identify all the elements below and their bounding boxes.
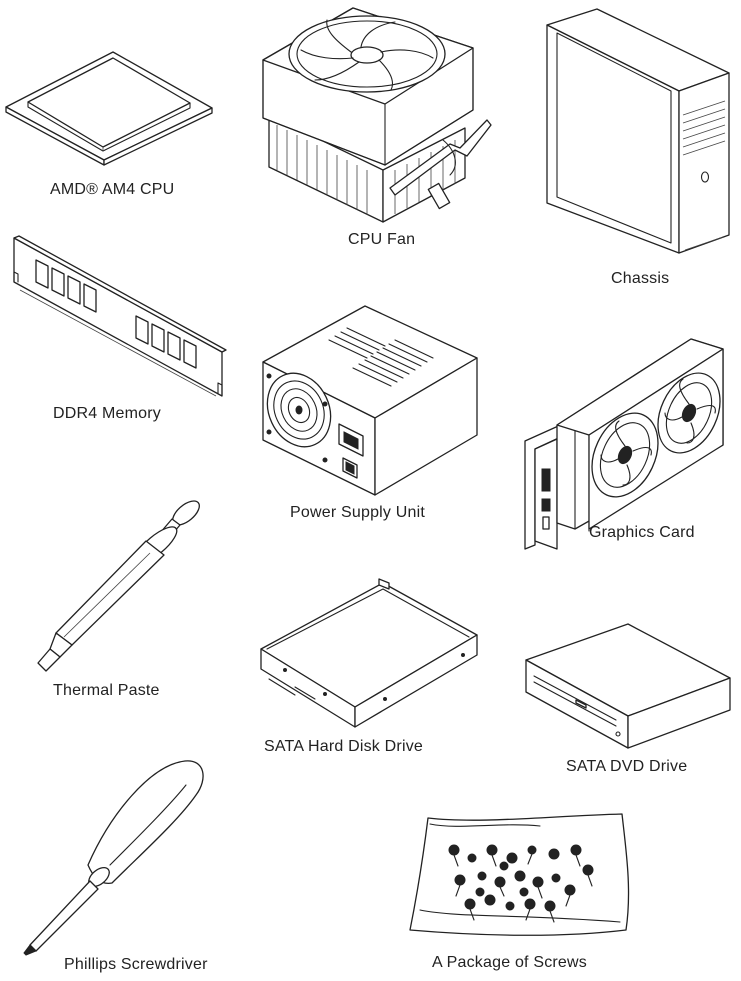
hard-disk-icon	[255, 575, 495, 730]
thermal-paste-item: Thermal Paste	[0, 495, 220, 705]
cpu-label: AMD® AM4 CPU	[50, 181, 175, 198]
gpu-item: Graphics Card	[515, 335, 741, 560]
screws-item: A Package of Screws	[400, 810, 641, 981]
power-supply-icon	[255, 300, 495, 500]
cpu-fan-item: CPU Fan	[255, 0, 505, 260]
cpu-item: AMD® AM4 CPU	[0, 30, 230, 210]
cpu-fan-label: CPU Fan	[348, 231, 416, 248]
thermal-paste-label: Thermal Paste	[53, 682, 160, 699]
dvd-item: SATA DVD Drive	[520, 620, 741, 790]
thermal-paste-syringe-icon	[0, 495, 220, 675]
chassis-item: Chassis	[535, 5, 741, 295]
hdd-label: SATA Hard Disk Drive	[264, 738, 423, 755]
dvd-drive-icon	[520, 620, 741, 750]
gpu-label: Graphics Card	[589, 524, 695, 541]
memory-label: DDR4 Memory	[53, 405, 161, 422]
chassis-label: Chassis	[611, 270, 670, 287]
psu-label: Power Supply Unit	[290, 504, 426, 521]
dvd-label: SATA DVD Drive	[566, 758, 688, 775]
screwdriver-icon	[0, 755, 240, 955]
screws-label: A Package of Screws	[432, 954, 587, 971]
hdd-item: SATA Hard Disk Drive	[255, 575, 495, 765]
graphics-card-icon	[515, 335, 741, 555]
cpu-icon	[0, 30, 230, 160]
screwdriver-label: Phillips Screwdriver	[64, 956, 208, 973]
chassis-icon	[535, 5, 741, 255]
psu-item: Power Supply Unit	[255, 300, 495, 530]
screw-package-icon	[400, 810, 641, 945]
memory-module-icon	[0, 230, 240, 400]
memory-item: DDR4 Memory	[0, 230, 240, 430]
screwdriver-item: Phillips Screwdriver	[0, 755, 240, 981]
cpu-fan-icon	[255, 0, 505, 225]
